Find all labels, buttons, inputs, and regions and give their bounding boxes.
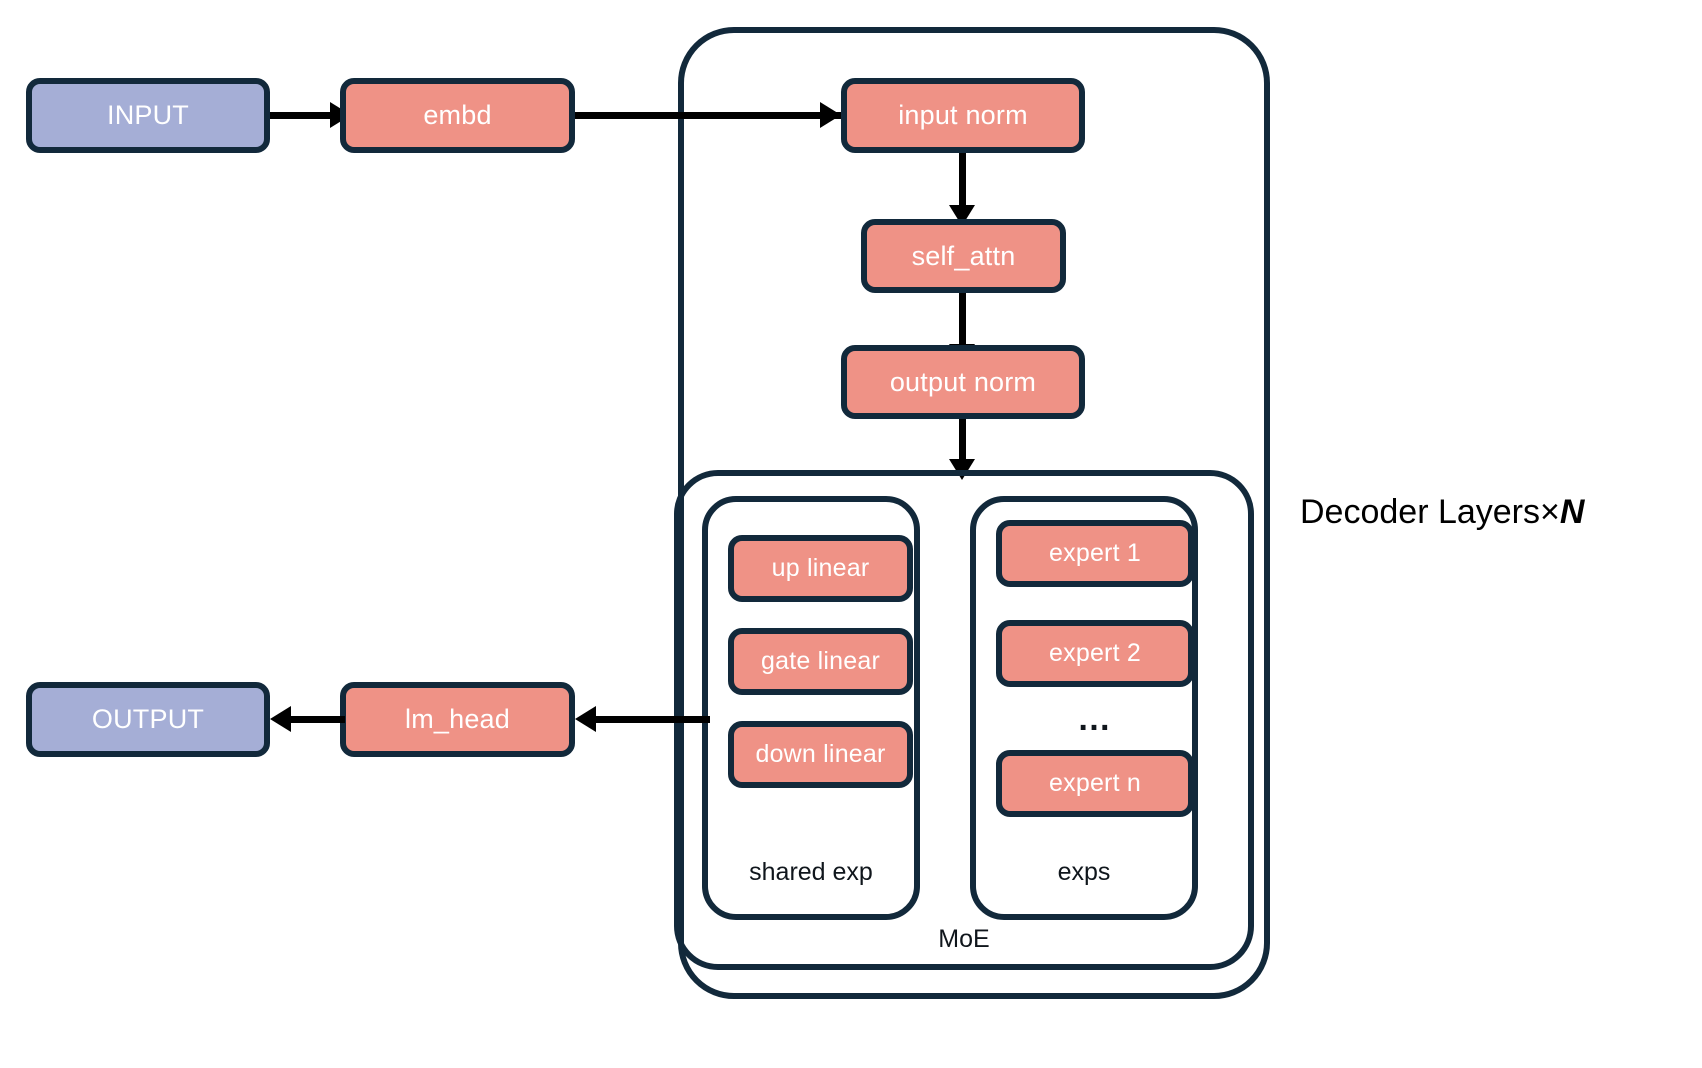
decoder-layers-text: Decoder Layers× <box>1300 493 1560 531</box>
arrowhead-embd-to-input-norm <box>820 102 841 128</box>
up-linear-node: up linear <box>728 535 913 602</box>
expert-1-node: expert 1 <box>996 520 1194 587</box>
input-norm-label: input norm <box>898 100 1028 130</box>
output-node-label: OUTPUT <box>91 704 205 734</box>
connector-moe-to-lm-head <box>595 716 710 723</box>
expert-2-node: expert 2 <box>996 620 1194 687</box>
shared-expert-container <box>702 496 920 920</box>
gate-linear-label: gate linear <box>761 647 880 675</box>
connector-embd-to-input-norm <box>575 112 845 119</box>
expert-2-label: expert 2 <box>1049 639 1141 667</box>
down-linear-label: down linear <box>755 740 886 768</box>
connector-input-norm-to-self-attn <box>959 153 966 215</box>
experts-ellipsis: … <box>1077 700 1113 738</box>
moe-label: MoE <box>938 925 990 953</box>
input-node-label: INPUT <box>107 100 189 130</box>
arrowhead-moe-to-lm-head <box>575 706 596 732</box>
experts-label: exps <box>1057 858 1111 886</box>
self-attn-label: self_attn <box>911 240 1016 271</box>
gate-linear-node: gate linear <box>728 628 913 695</box>
arrowhead-lm-head-to-output <box>270 706 291 732</box>
output-norm-node: output norm <box>841 345 1085 419</box>
connector-self-attn-to-output-norm <box>959 293 966 353</box>
output-norm-label: output norm <box>889 366 1037 397</box>
input-node: INPUT <box>26 78 270 153</box>
down-linear-node: down linear <box>728 721 913 788</box>
lm-head-node: lm_head <box>340 682 575 757</box>
embd-node: embd <box>340 78 575 153</box>
decoder-layers-count-var: N <box>1559 493 1585 531</box>
self-attn-node: self_attn <box>861 219 1066 293</box>
expert-n-node: expert n <box>996 750 1194 817</box>
shared-expert-label: shared exp <box>749 858 873 886</box>
connector-output-norm-to-moe <box>959 419 966 471</box>
expert-1-label: expert 1 <box>1049 539 1141 567</box>
lm-head-label: lm_head <box>405 704 510 734</box>
experts-container <box>970 496 1198 920</box>
decoder-layers-side-label: Decoder Layers×N <box>1300 493 1584 532</box>
output-node: OUTPUT <box>26 682 270 757</box>
embd-node-label: embd <box>423 100 492 130</box>
expert-n-label: expert n <box>1049 769 1141 797</box>
connector-input-to-embd <box>270 112 336 119</box>
connector-lm-head-to-output <box>290 716 345 723</box>
input-norm-node: input norm <box>841 78 1085 153</box>
up-linear-label: up linear <box>771 554 870 582</box>
